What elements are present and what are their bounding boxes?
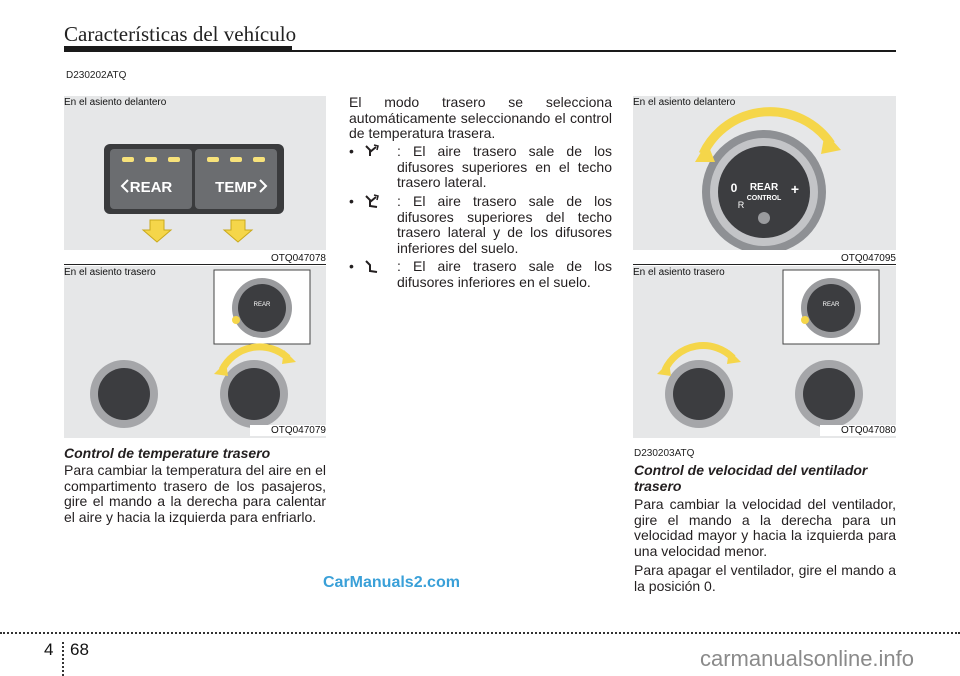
upper-vent-mode-icon <box>365 144 379 156</box>
figure-label: En el asiento delantero <box>64 97 171 108</box>
figure-divider <box>64 264 326 265</box>
section-code: D230203ATQ <box>634 448 695 459</box>
footer-rule <box>0 632 960 634</box>
figure-label: En el asiento delantero <box>633 97 740 108</box>
rear-temp-button-illustration: REAR TEMP <box>104 144 284 243</box>
floor-mode-icon <box>365 260 378 273</box>
paragraph-fan-off: Para apagar el ventilador, gire el mando… <box>634 562 896 594</box>
page-header-title: Características del vehículo <box>64 22 297 46</box>
bullet-text: : El aire trasero sale de los difusores … <box>397 193 612 256</box>
figure-code: OTQ047078 <box>250 253 326 264</box>
temp-button-label: TEMP <box>215 179 257 196</box>
paragraph-rear-temp: Para cambiar la temperatura del aire en … <box>64 462 326 525</box>
header-rule-thin <box>292 50 896 52</box>
figure-code: OTQ047080 <box>820 425 896 436</box>
figure-label: En el asiento trasero <box>64 267 160 278</box>
figure-code: OTQ047079 <box>250 425 326 436</box>
rear-knob-text: REAR <box>823 302 840 308</box>
section-code: D230202ATQ <box>66 70 127 81</box>
figure-label: En el asiento trasero <box>633 267 729 278</box>
heading-rear-fan-speed: Control de velocidad del ventilador tras… <box>634 462 868 494</box>
rear-fan-knobs-illustration: REAR <box>657 269 880 428</box>
rear-knobs-illustration: REAR <box>90 269 311 428</box>
bullet-text: : El aire trasero sale de los difusores … <box>397 143 612 190</box>
figure-divider <box>633 264 896 265</box>
figure-front-rear-control-knob: En el asiento delantero REAR CONTROL 0 R… <box>633 96 896 250</box>
chapter-number: 4 <box>44 640 54 659</box>
page-number: 68 <box>70 640 89 659</box>
figure-rear-seat-fan-knobs: En el asiento trasero REAR <box>633 266 896 438</box>
watermark-link[interactable]: CarManuals2.com <box>323 574 460 591</box>
knob-zero: 0 <box>731 181 738 195</box>
header-rule <box>64 46 292 52</box>
figure-front-rear-temp-button: En el asiento delantero REAR TEMP <box>64 96 326 250</box>
knob-label-control: CONTROL <box>747 195 782 202</box>
paragraph-rear-mode-intro: El modo trasero se selecciona automática… <box>349 94 612 141</box>
bullet-text: : El aire trasero sale de los difusores … <box>397 258 612 290</box>
footer-separator <box>62 642 64 676</box>
bi-level-mode-icon <box>365 194 379 208</box>
knob-label-rear: REAR <box>750 182 779 193</box>
rear-knob-text: REAR <box>254 302 271 308</box>
heading-rear-temp-control: Control de temperature trasero <box>64 445 271 461</box>
figure-code: OTQ047095 <box>820 253 896 264</box>
watermark-site: carmanualsonline.info <box>700 646 915 671</box>
knob-r: R <box>738 200 745 210</box>
rear-button-label: REAR <box>130 179 173 196</box>
figure-rear-seat-knobs: En el asiento trasero REAR <box>64 266 326 438</box>
knob-plus: + <box>791 181 799 197</box>
rear-control-knob-illustration: REAR CONTROL 0 R + <box>695 107 841 250</box>
paragraph-fan-speed: Para cambiar la velocidad del ventilador… <box>634 496 896 559</box>
